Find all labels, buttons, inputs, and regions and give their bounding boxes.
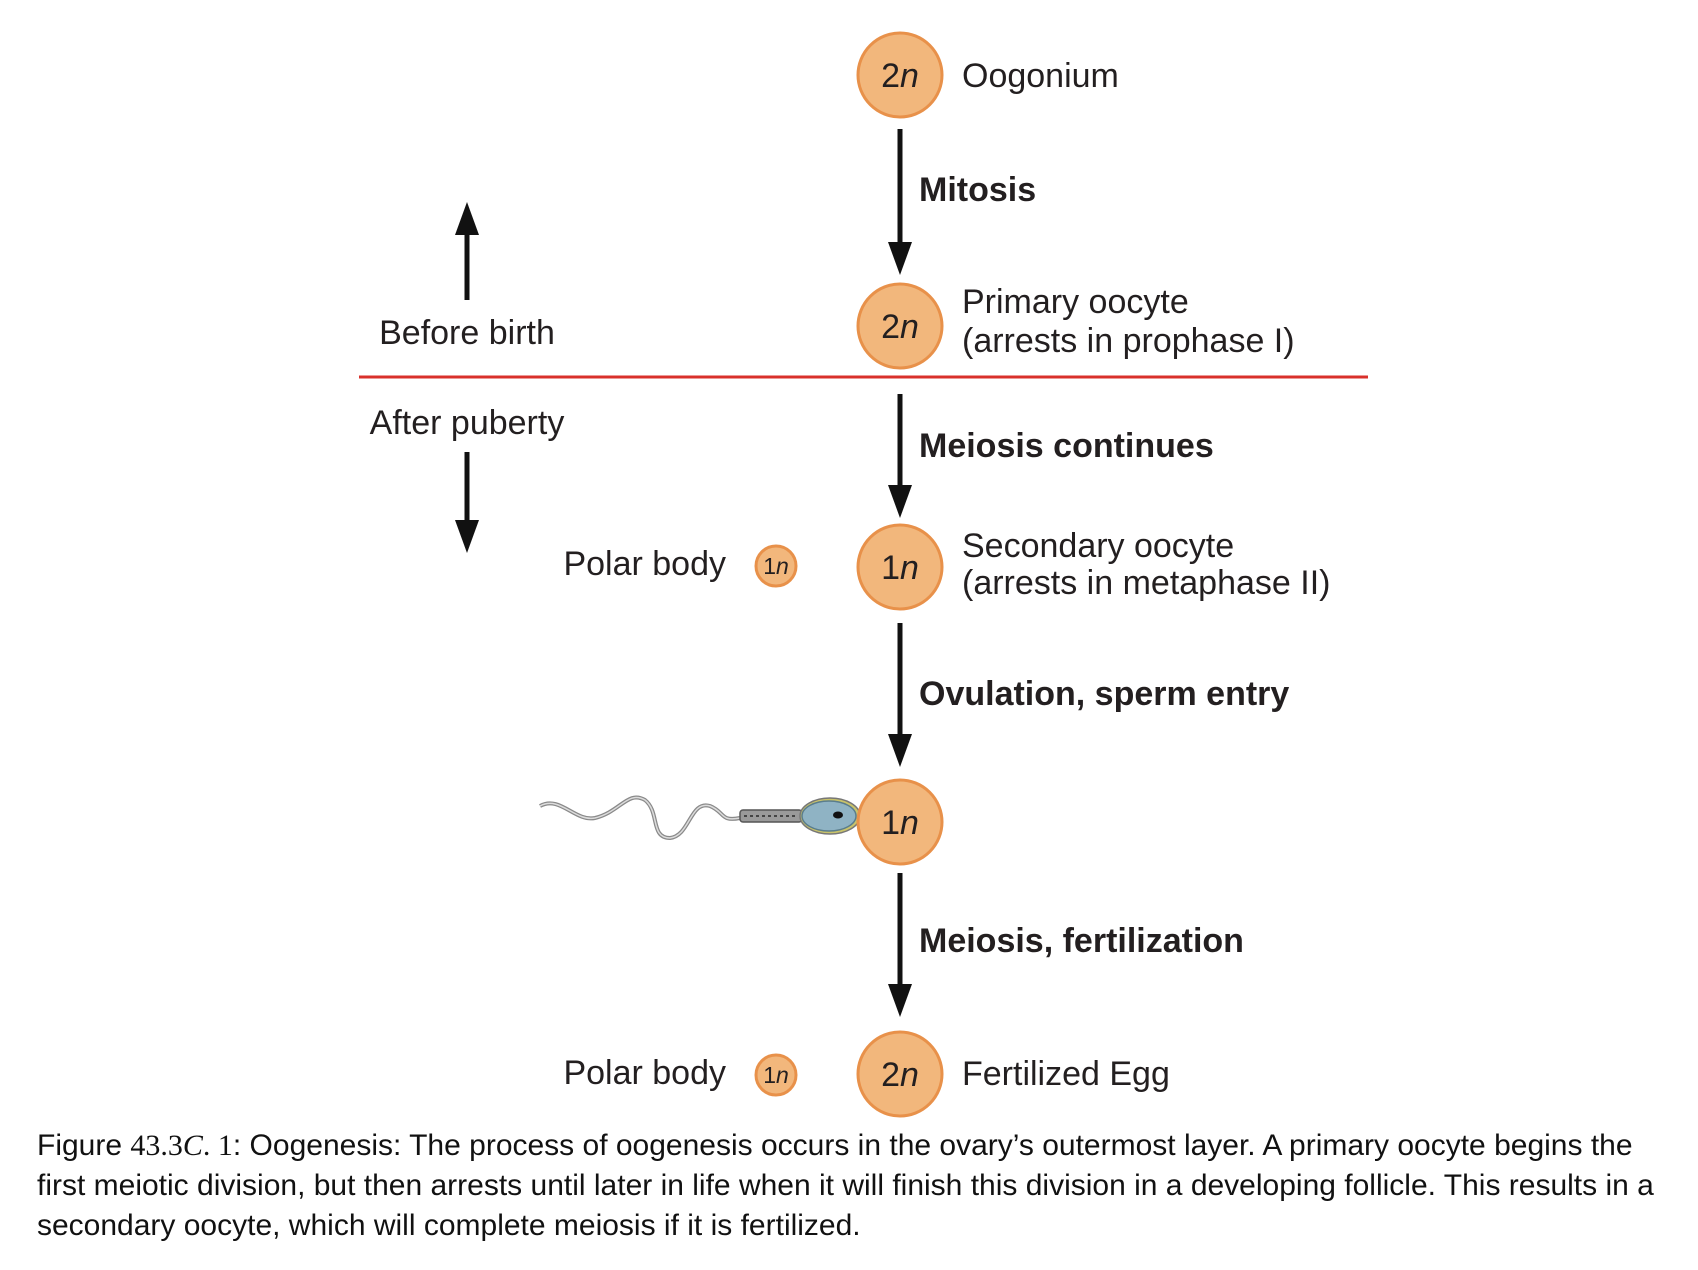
label-fertilized-egg: Fertilized Egg [962,1055,1170,1093]
label-secondary-oocyte: Secondary oocyte [962,527,1234,565]
after-puberty-arrow [455,452,479,553]
figure-caption: Figure 43.3C. 1: Oogenesis: The process … [37,1126,1657,1246]
transition-ovulation: Ovulation, sperm entry [919,675,1289,713]
polar-body-label-2: Polar body [563,1054,726,1092]
label-primary-oocyte: Primary oocyte [962,283,1189,321]
svg-text:2n: 2n [881,57,919,95]
arrow-mitosis [888,129,912,275]
sperm-image [539,795,861,841]
cell-oocyte-sperm-entry: 1n [856,778,944,866]
transition-meiosis-fertilization: Meiosis, fertilization [919,922,1244,960]
after-puberty-label: After puberty [370,404,565,442]
label-oogonium: Oogonium [962,57,1119,95]
before-birth-label: Before birth [379,314,555,352]
transition-mitosis: Mitosis [919,171,1036,209]
svg-text:1n: 1n [763,1062,789,1088]
svg-text:2n: 2n [881,308,919,346]
svg-text:1n: 1n [763,553,789,579]
cell-oogonium: 2n [856,31,944,119]
polar-body-1: 1n [754,544,798,588]
arrow-meiosis-fertilization [888,873,912,1017]
before-birth-arrow [455,202,479,300]
svg-text:1n: 1n [881,804,919,842]
caption-prefix: Figure [37,1129,131,1162]
polar-body-2: 1n [754,1053,798,1097]
caption-text: : Oogenesis: The process of oogenesis oc… [37,1129,1654,1242]
cell-fertilized-egg: 2n [856,1030,944,1118]
transition-meiosis-continues: Meiosis continues [919,427,1214,465]
cell-primary-oocyte: 2n [856,282,944,370]
arrow-ovulation [888,623,912,767]
cell-secondary-oocyte: 1n [856,523,944,611]
label-secondary-oocyte-note: (arrests in metaphase II) [962,564,1330,602]
svg-text:1n: 1n [881,549,919,587]
label-primary-oocyte-note: (arrests in prophase I) [962,322,1295,360]
caption-figure-number: 43.3C. 1 [130,1129,233,1162]
polar-body-label-1: Polar body [563,545,726,583]
arrow-meiosis-continues [888,394,912,518]
svg-text:2n: 2n [881,1056,919,1094]
